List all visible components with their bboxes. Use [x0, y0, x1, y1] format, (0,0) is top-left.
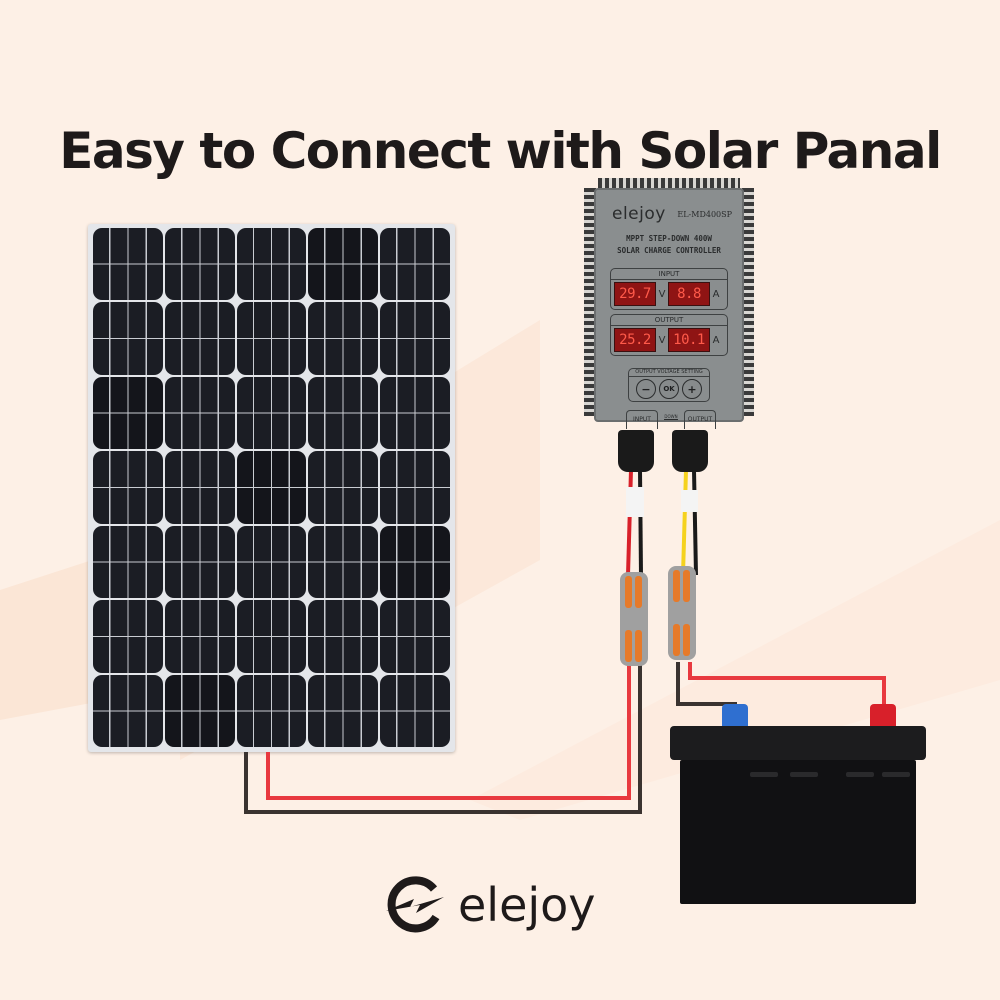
solar-cell [380, 525, 450, 599]
controller-brand: elejoy [612, 204, 666, 224]
output-port-label: OUTPUT [684, 410, 716, 429]
solar-cell-grid [93, 228, 450, 747]
ok-button[interactable]: OK [659, 379, 679, 399]
controller-spec-line2: SOLAR CHARGE CONTROLLER [617, 246, 721, 255]
plus-button[interactable]: + [682, 379, 702, 399]
input-current-unit: A [712, 288, 720, 300]
solar-cell [164, 376, 235, 450]
solar-cell [380, 600, 450, 673]
solar-cell [308, 228, 379, 301]
output-meter-label: OUTPUT [611, 315, 727, 326]
solar-cell [93, 376, 163, 450]
output-voltage-unit: V [658, 334, 666, 346]
input-cable-gland [618, 430, 654, 472]
heatsink-fins-right [742, 188, 754, 416]
output-voltage-display: 25.2 [614, 328, 656, 352]
input-voltage-display: 29.7 [614, 282, 656, 306]
battery-case [680, 760, 916, 904]
solar-cell [164, 228, 235, 301]
solar-cell [164, 525, 235, 599]
controller-faceplate: elejoy EL-MD400SP MPPT STEP-DOWN 400W SO… [594, 188, 744, 429]
brand-logo: elejoy [384, 872, 596, 938]
solar-cell [93, 525, 163, 599]
solar-cell [93, 451, 163, 524]
battery [670, 704, 926, 904]
solar-cell [380, 674, 450, 747]
solar-cell [236, 600, 307, 673]
output-current-unit: A [712, 334, 720, 346]
solar-cell [93, 228, 163, 301]
solar-cell [236, 302, 307, 375]
solar-cell [236, 376, 307, 450]
solar-cell [236, 228, 307, 301]
battery-lid [670, 726, 926, 760]
heatsink-fins-left [584, 188, 596, 416]
controller-model: EL-MD400SP [677, 210, 732, 219]
output-current-display: 10.1 [668, 328, 710, 352]
output-wire-connector[interactable] [668, 566, 696, 660]
input-port-label: INPUT [626, 410, 658, 429]
solar-cell [236, 674, 307, 747]
solar-cell [308, 600, 379, 673]
solar-cell [164, 302, 235, 375]
solar-cell [236, 525, 307, 599]
solar-cell [164, 600, 235, 673]
solar-cell [164, 451, 235, 524]
solar-charge-controller: elejoy EL-MD400SP MPPT STEP-DOWN 400W SO… [584, 178, 754, 436]
solar-cell [308, 674, 379, 747]
input-meter: INPUT 29.7 V 8.8 A [610, 268, 728, 310]
input-current-display: 8.8 [668, 282, 710, 306]
output-voltage-setting-label: OUTPUT VOLTAGE SETTING [629, 369, 709, 377]
controller-spec-line1: MPPT STEP-DOWN 400W [626, 234, 712, 243]
minus-button[interactable]: − [636, 379, 656, 399]
solar-cell [93, 674, 163, 747]
input-voltage-unit: V [658, 288, 666, 300]
logo-text: elejoy [458, 878, 596, 932]
solar-cell [308, 451, 379, 524]
output-cable-gland [672, 430, 708, 472]
elejoy-lightning-e-icon [386, 876, 444, 933]
solar-cell [308, 376, 379, 450]
input-wire-connector[interactable] [620, 572, 648, 666]
solar-cell [93, 600, 163, 673]
solar-cell [380, 302, 450, 375]
input-meter-label: INPUT [611, 269, 727, 280]
solar-cell [93, 302, 163, 375]
page-title: Easy to Connect with Solar Panal [59, 121, 942, 180]
solar-cell [380, 228, 450, 301]
solar-cell [380, 376, 450, 450]
solar-panel [88, 224, 455, 752]
solar-cell [236, 451, 307, 524]
solar-cell [380, 451, 450, 524]
output-voltage-setting: OUTPUT VOLTAGE SETTING − OK + [628, 368, 710, 402]
output-meter: OUTPUT 25.2 V 10.1 A [610, 314, 728, 356]
solar-cell [308, 525, 379, 599]
down-arrow-label: DOWN [664, 414, 678, 420]
solar-cell [164, 674, 235, 747]
solar-cell [308, 302, 379, 375]
